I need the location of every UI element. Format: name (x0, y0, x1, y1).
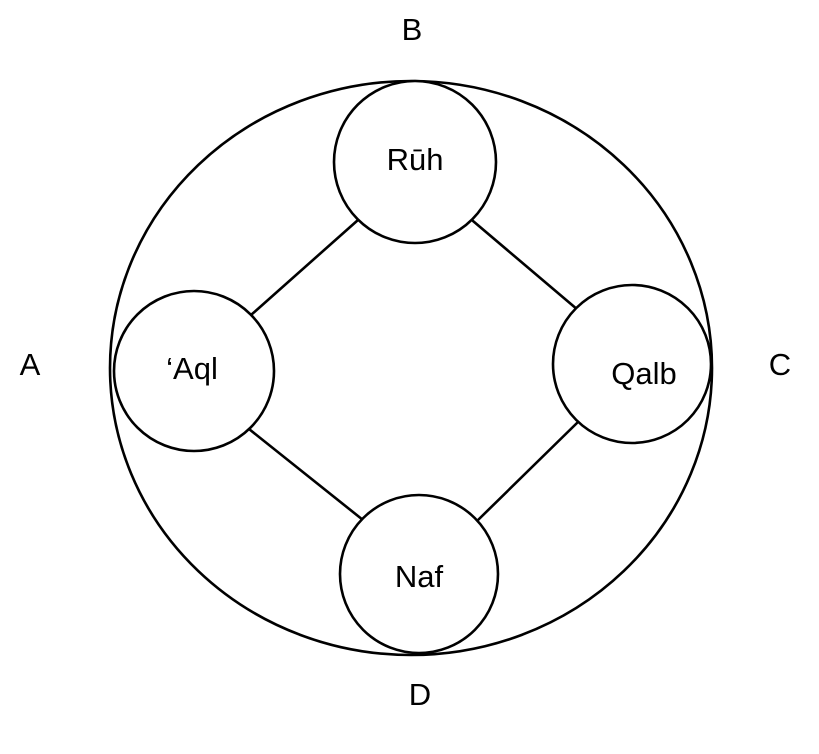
cardinal-label-b: B (402, 12, 423, 47)
node-aql[interactable]: ‘Aql (112, 289, 276, 453)
cardinal-label-d: D (409, 677, 431, 712)
node-ruh[interactable]: Rūh (332, 79, 498, 245)
node-circle-naf[interactable] (338, 493, 500, 655)
node-qalb[interactable]: Qalb (551, 283, 713, 445)
connector-aql-naf (247, 427, 365, 522)
connector-naf-qalb (475, 420, 580, 523)
cardinal-label-c: C (769, 347, 791, 382)
node-label-naf: Naf (395, 559, 444, 594)
node-circle-qalb[interactable] (551, 283, 713, 445)
connector-group (247, 218, 580, 523)
cardinal-label-group: A B C D (20, 12, 792, 712)
node-circle-ruh[interactable] (332, 79, 498, 245)
node-naf[interactable]: Naf (338, 493, 500, 655)
connector-ruh-qalb (471, 219, 580, 312)
node-circle-aql[interactable] (112, 289, 276, 453)
node-label-ruh: Rūh (387, 142, 444, 177)
cardinal-label-a: A (20, 347, 41, 382)
node-label-aql: ‘Aql (166, 351, 218, 386)
node-group: Rūh ‘Aql Qalb Naf (112, 79, 713, 655)
connector-aql-ruh (249, 218, 360, 317)
node-label-qalb: Qalb (611, 356, 676, 391)
